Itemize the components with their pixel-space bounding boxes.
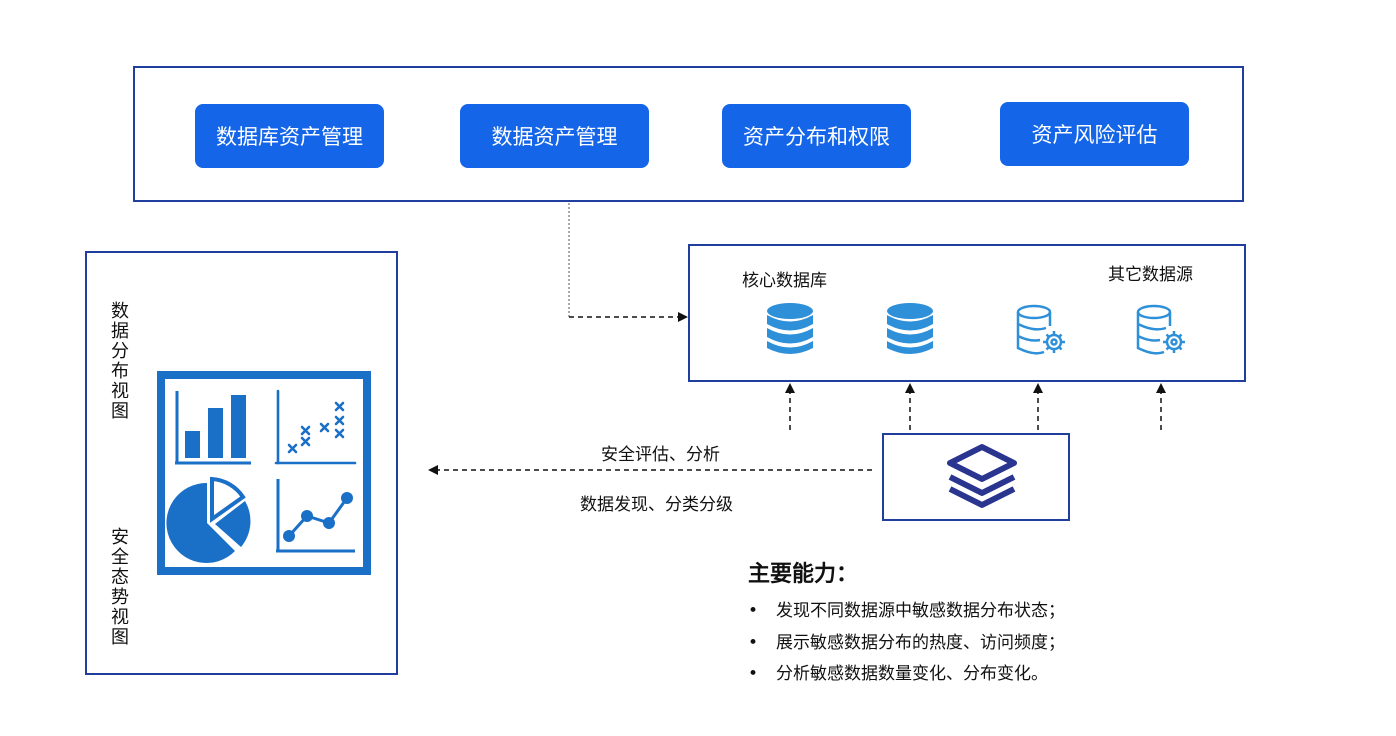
layers-icon <box>947 444 1017 508</box>
scatter-chart-icon <box>274 389 357 465</box>
database-settings-icon <box>1016 304 1065 355</box>
data-sources-panel: 核心数据库 其它数据源 <box>688 244 1246 382</box>
bullet: • <box>748 664 759 684</box>
capability-item: •分析敏感数据数量变化、分布变化。 <box>748 664 1048 684</box>
line-chart-icon <box>276 479 355 553</box>
database-asset-management-button[interactable]: 数据库资产管理 <box>195 104 384 168</box>
pie-chart-icon <box>166 476 251 563</box>
core-database-label: 核心数据库 <box>742 271 827 291</box>
capabilities-title: 主要能力： <box>748 561 859 587</box>
data-asset-management-button[interactable]: 数据资产管理 <box>460 104 649 168</box>
distribution-view-label: 数据分布视图 <box>108 301 129 421</box>
analytics-dashboard-icon <box>157 371 371 575</box>
other-sources-label: 其它数据源 <box>1108 265 1193 285</box>
processing-engine-box <box>882 433 1070 521</box>
bar-chart-icon <box>175 391 251 465</box>
security-view-label: 安全态势视图 <box>108 527 129 647</box>
bullet: • <box>748 633 759 653</box>
security-assessment-label: 安全评估、分析 <box>601 445 720 465</box>
data-discovery-label: 数据发现、分类分级 <box>580 495 733 515</box>
asset-risk-assessment-button[interactable]: 资产风险评估 <box>1000 102 1189 166</box>
views-panel: 数据分布视图 安全态势视图 <box>85 251 398 675</box>
database-settings-icon <box>1136 304 1185 355</box>
management-functions-panel: 数据库资产管理 数据资产管理 资产分布和权限 资产风险评估 <box>133 66 1244 202</box>
database-icon <box>887 303 933 354</box>
capability-item: •展示敏感数据分布的热度、访问频度； <box>748 633 1065 653</box>
database-icon <box>767 303 813 354</box>
capability-item: •发现不同数据源中敏感数据分布状态； <box>748 601 1065 621</box>
bullet: • <box>748 601 759 621</box>
asset-distribution-permission-button[interactable]: 资产分布和权限 <box>722 104 911 168</box>
